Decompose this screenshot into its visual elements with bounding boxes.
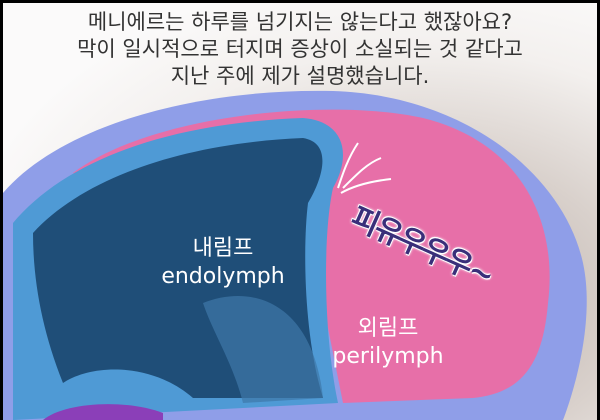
endolymph-label-ko: 내림프 [192, 236, 254, 261]
rupture-arrows-icon [337, 142, 392, 194]
inner-ear-illustration [3, 90, 587, 420]
caption-line-1: 메니에르는 하루를 넘기지는 않는다고 했잖아요? [87, 10, 513, 34]
caption-line-3: 지난 주에 제가 설명했습니다. [170, 64, 430, 88]
perilymph-label-ko: 외림프 [357, 316, 419, 341]
comic-panel: 메니에르는 하루를 넘기지는 않는다고 했잖아요? 막이 일시적으로 터지며 증… [3, 3, 597, 420]
perilymph-label-en: perilymph [332, 344, 444, 369]
bottom-structure [43, 404, 163, 420]
endolymph-label-en: endolymph [161, 264, 285, 289]
membrane-fold [203, 295, 323, 403]
caption-line-2: 막이 일시적으로 터지며 증상이 소실되는 것 같다고 [77, 37, 523, 61]
